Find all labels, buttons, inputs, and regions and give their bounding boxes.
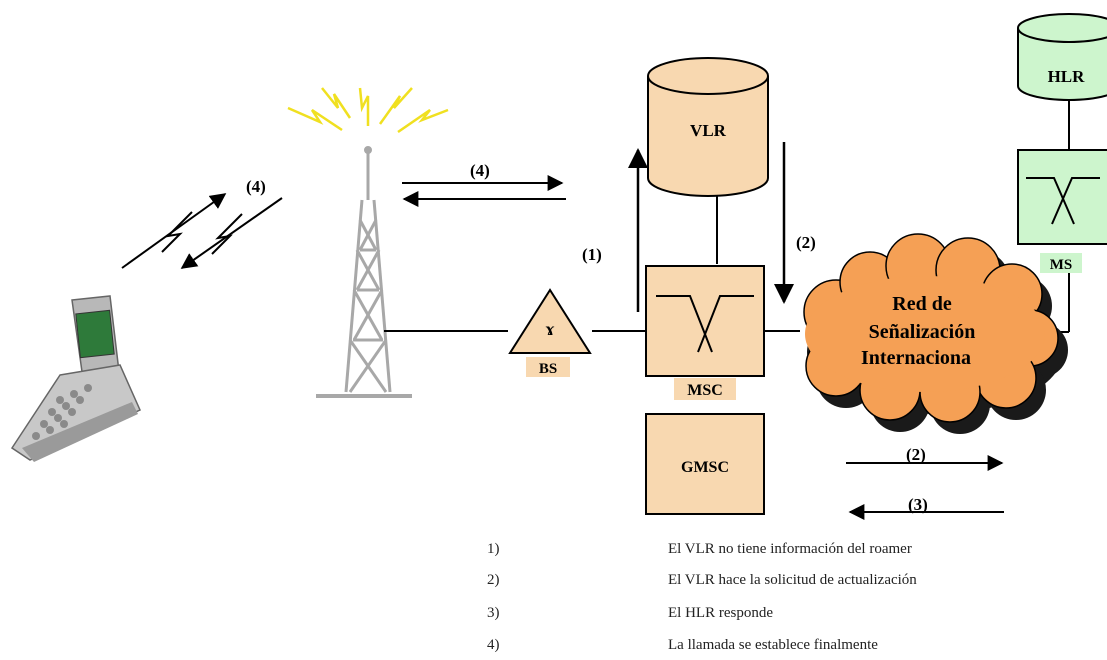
switch-icon bbox=[1026, 177, 1100, 225]
vlr-label: VLR bbox=[690, 121, 727, 140]
ms-node: MS bbox=[1017, 149, 1107, 273]
phone-link-label: (4) bbox=[246, 177, 266, 196]
legend-text: La llamada se establece finalmente bbox=[668, 637, 878, 653]
ms-label: MS bbox=[1050, 257, 1073, 273]
vlr-up-label: (1) bbox=[582, 245, 602, 264]
cloud-line-3: Internaciona bbox=[861, 347, 971, 369]
legend-text: El VLR hace la solicitud de actualizació… bbox=[668, 572, 917, 588]
svg-text:ɤ: ɤ bbox=[545, 319, 554, 339]
right-back-label: (3) bbox=[908, 495, 928, 514]
legend-number: 2) bbox=[487, 572, 500, 588]
vlr-database: VLR bbox=[647, 57, 769, 197]
hlr-label: HLR bbox=[1048, 67, 1086, 86]
cloud-line-2: Señalización bbox=[869, 321, 976, 343]
signal-lightning bbox=[287, 87, 449, 134]
gmsc-label: GMSC bbox=[681, 459, 729, 476]
msc-label: MSC bbox=[687, 382, 723, 399]
radio-link bbox=[121, 193, 283, 269]
hlr-database: HLR bbox=[1017, 13, 1107, 101]
cloud-line-1: Red de bbox=[892, 293, 952, 315]
msc-node: MSC bbox=[645, 265, 765, 400]
legend-number: 1) bbox=[487, 541, 500, 557]
vlr-down-label: (2) bbox=[796, 233, 816, 252]
signaling-network-cloud bbox=[803, 233, 1068, 434]
bs-label: BS bbox=[539, 361, 557, 377]
legend-number: 4) bbox=[487, 637, 500, 653]
right-forward-label: (2) bbox=[906, 445, 926, 464]
legend-number: 3) bbox=[487, 605, 500, 621]
legend-text: El VLR no tiene información del roamer bbox=[668, 541, 912, 557]
legend-text: El HLR responde bbox=[668, 605, 773, 621]
gmsc-node: GMSC bbox=[645, 413, 765, 515]
mobile-phone-icon bbox=[10, 295, 141, 462]
tower-link-label: (4) bbox=[470, 161, 490, 180]
switch-icon bbox=[656, 295, 754, 353]
antenna-tower-icon bbox=[316, 146, 412, 398]
bs-node: ɤ BS bbox=[508, 288, 592, 377]
